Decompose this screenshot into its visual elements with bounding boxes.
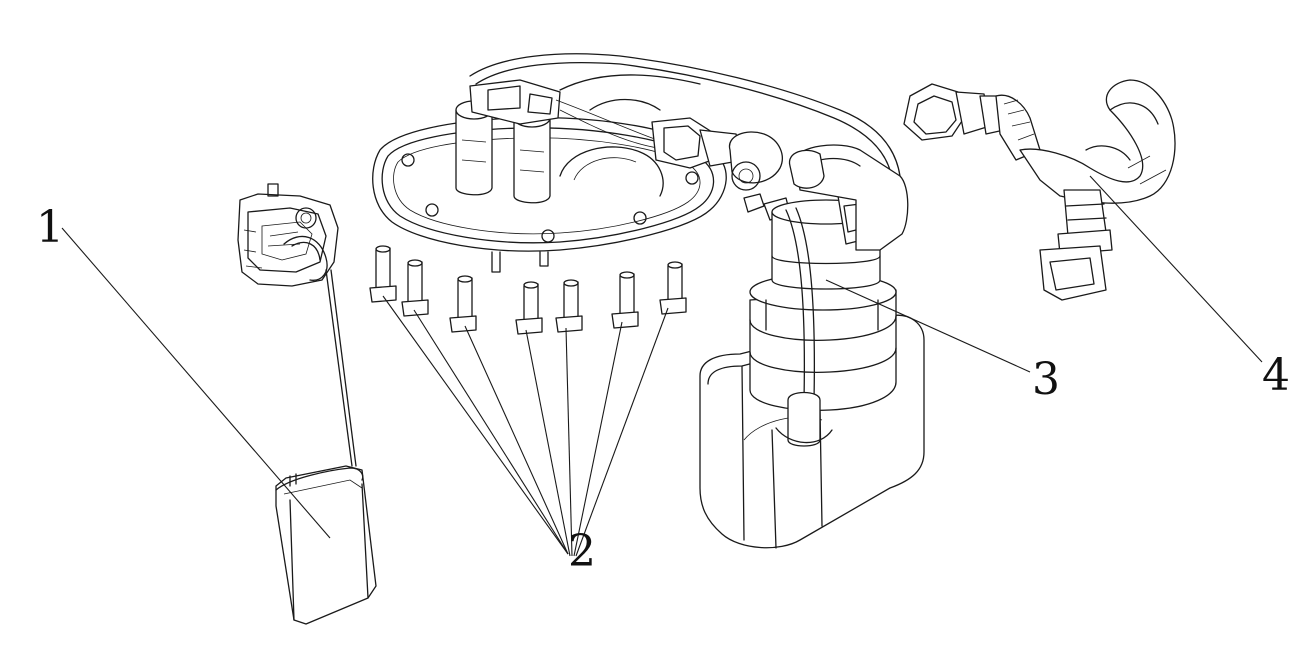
leader-2c <box>464 325 569 555</box>
part-1-level-sensor <box>237 183 377 625</box>
leader-2e <box>565 327 573 557</box>
leader-2d <box>525 329 571 557</box>
leader-3 <box>825 279 1031 373</box>
leader-2a <box>382 295 569 555</box>
callout-1: 1 <box>36 202 64 253</box>
callout-4: 4 <box>1262 350 1290 401</box>
leader-2b <box>413 309 569 555</box>
pin <box>401 259 429 317</box>
float-arm-edge <box>330 269 357 467</box>
pin <box>659 261 687 315</box>
pin <box>611 271 639 329</box>
leader-4 <box>1089 175 1263 363</box>
sensor-housing <box>237 183 339 287</box>
part-4-fuel-hose <box>903 79 1176 301</box>
part-3-pump-module <box>699 144 925 549</box>
leader-lines <box>61 175 1263 557</box>
leader-2g <box>575 307 669 557</box>
leader-2f <box>573 321 623 557</box>
flange-assembly <box>372 53 901 273</box>
pin <box>369 245 397 303</box>
pin <box>555 279 583 333</box>
pin <box>515 281 543 335</box>
callout-2: 2 <box>568 526 596 577</box>
callout-3: 3 <box>1032 354 1060 405</box>
float <box>275 465 377 625</box>
float-arm <box>325 269 353 467</box>
part-2-pins <box>369 245 687 335</box>
leader-1 <box>61 227 331 539</box>
pin <box>449 275 477 333</box>
